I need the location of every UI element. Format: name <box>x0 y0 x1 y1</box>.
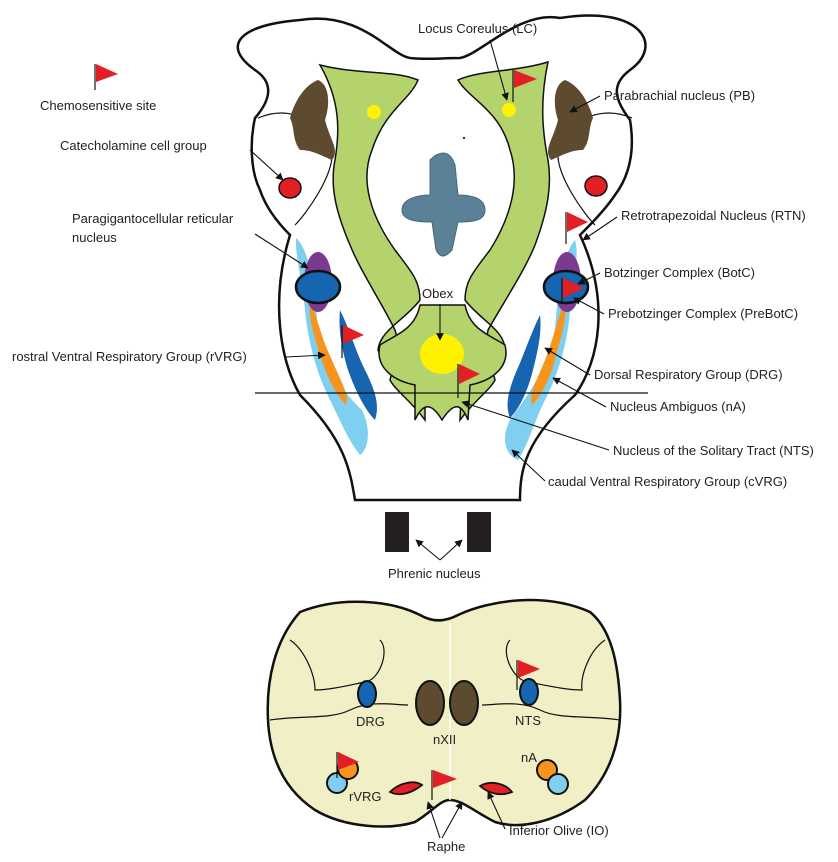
phrenic-arrow-left <box>416 540 440 560</box>
section-nxii-right <box>450 681 478 725</box>
medulla-section <box>268 600 620 826</box>
section-label-drg: DRG <box>356 714 385 729</box>
phrenic-right <box>467 512 491 552</box>
ventricle-dot <box>463 137 465 139</box>
label-cvrg: caudal Ventral Respiratory Group (cVRG) <box>548 474 787 489</box>
catecholamine-left <box>279 178 301 198</box>
label-rtn: Retrotrapezoidal Nucleus (RTN) <box>621 208 806 223</box>
section-na-blue <box>548 774 568 794</box>
section-label-rvrg: rVRG <box>349 789 382 804</box>
label-lc: Locus Coreulus (LC) <box>418 21 537 36</box>
locus-coeruleus-left <box>367 105 381 119</box>
botzinger-left <box>296 271 340 303</box>
phrenic-arrow-right <box>440 540 462 560</box>
catecholamine-right <box>585 176 607 196</box>
label-paragigantocellular-1: Paragigantocellular reticular <box>72 211 234 226</box>
locus-coeruleus-right <box>502 103 516 117</box>
section-label-raphe: Raphe <box>427 839 465 854</box>
section-label-nxii: nXII <box>433 732 456 747</box>
flag-icon <box>95 64 118 90</box>
section-label-io: Inferior Olive (IO) <box>509 823 609 838</box>
label-phrenic: Phrenic nucleus <box>388 566 481 581</box>
label-prebotc: Prebotzinger Complex (PreBotC) <box>608 306 798 321</box>
label-obex: Obex <box>422 286 454 301</box>
phrenic-left <box>385 512 409 552</box>
section-label-nts: NTS <box>515 713 541 728</box>
raphe-arrow-right <box>442 802 462 838</box>
section-nts <box>520 679 538 705</box>
label-na: Nucleus Ambiguos (nA) <box>610 399 746 414</box>
label-paragigantocellular-2: nucleus <box>72 230 117 245</box>
section-nxii-left <box>416 681 444 725</box>
label-botc: Botzinger Complex (BotC) <box>604 265 755 280</box>
section-label-na: nA <box>521 750 537 765</box>
label-pb: Parabrachial nucleus (PB) <box>604 88 755 103</box>
label-chemo: Chemosensitive site <box>40 98 156 113</box>
section-drg <box>358 681 376 707</box>
label-nts: Nucleus of the Solitary Tract (NTS) <box>613 443 814 458</box>
label-rvrg: rostral Ventral Respiratory Group (rVRG) <box>12 349 247 364</box>
label-drg: Dorsal Respiratory Group (DRG) <box>594 367 783 382</box>
label-catecholamine: Catecholamine cell group <box>60 138 207 153</box>
